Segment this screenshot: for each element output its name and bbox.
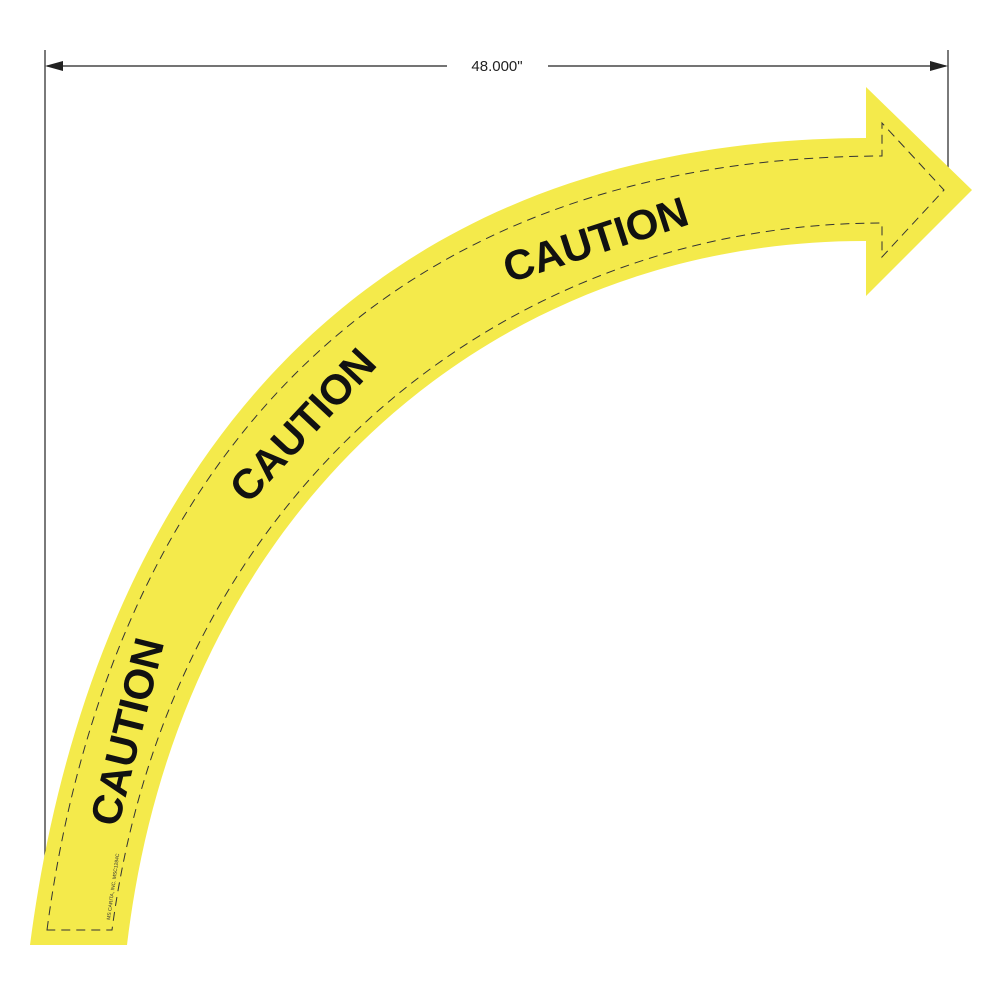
dashed-cut-line: [46, 121, 945, 931]
width-dimension: 48.000": [44, 50, 949, 930]
arrow-shape: [30, 87, 972, 945]
dimension-label: 48.000": [471, 58, 522, 75]
dimension-arrowhead-right: [930, 61, 948, 71]
curved-arrow: CAUTION CAUTION CAUTION MS CARITA, INC. …: [30, 87, 972, 945]
dimension-arrowhead-left: [45, 61, 63, 71]
